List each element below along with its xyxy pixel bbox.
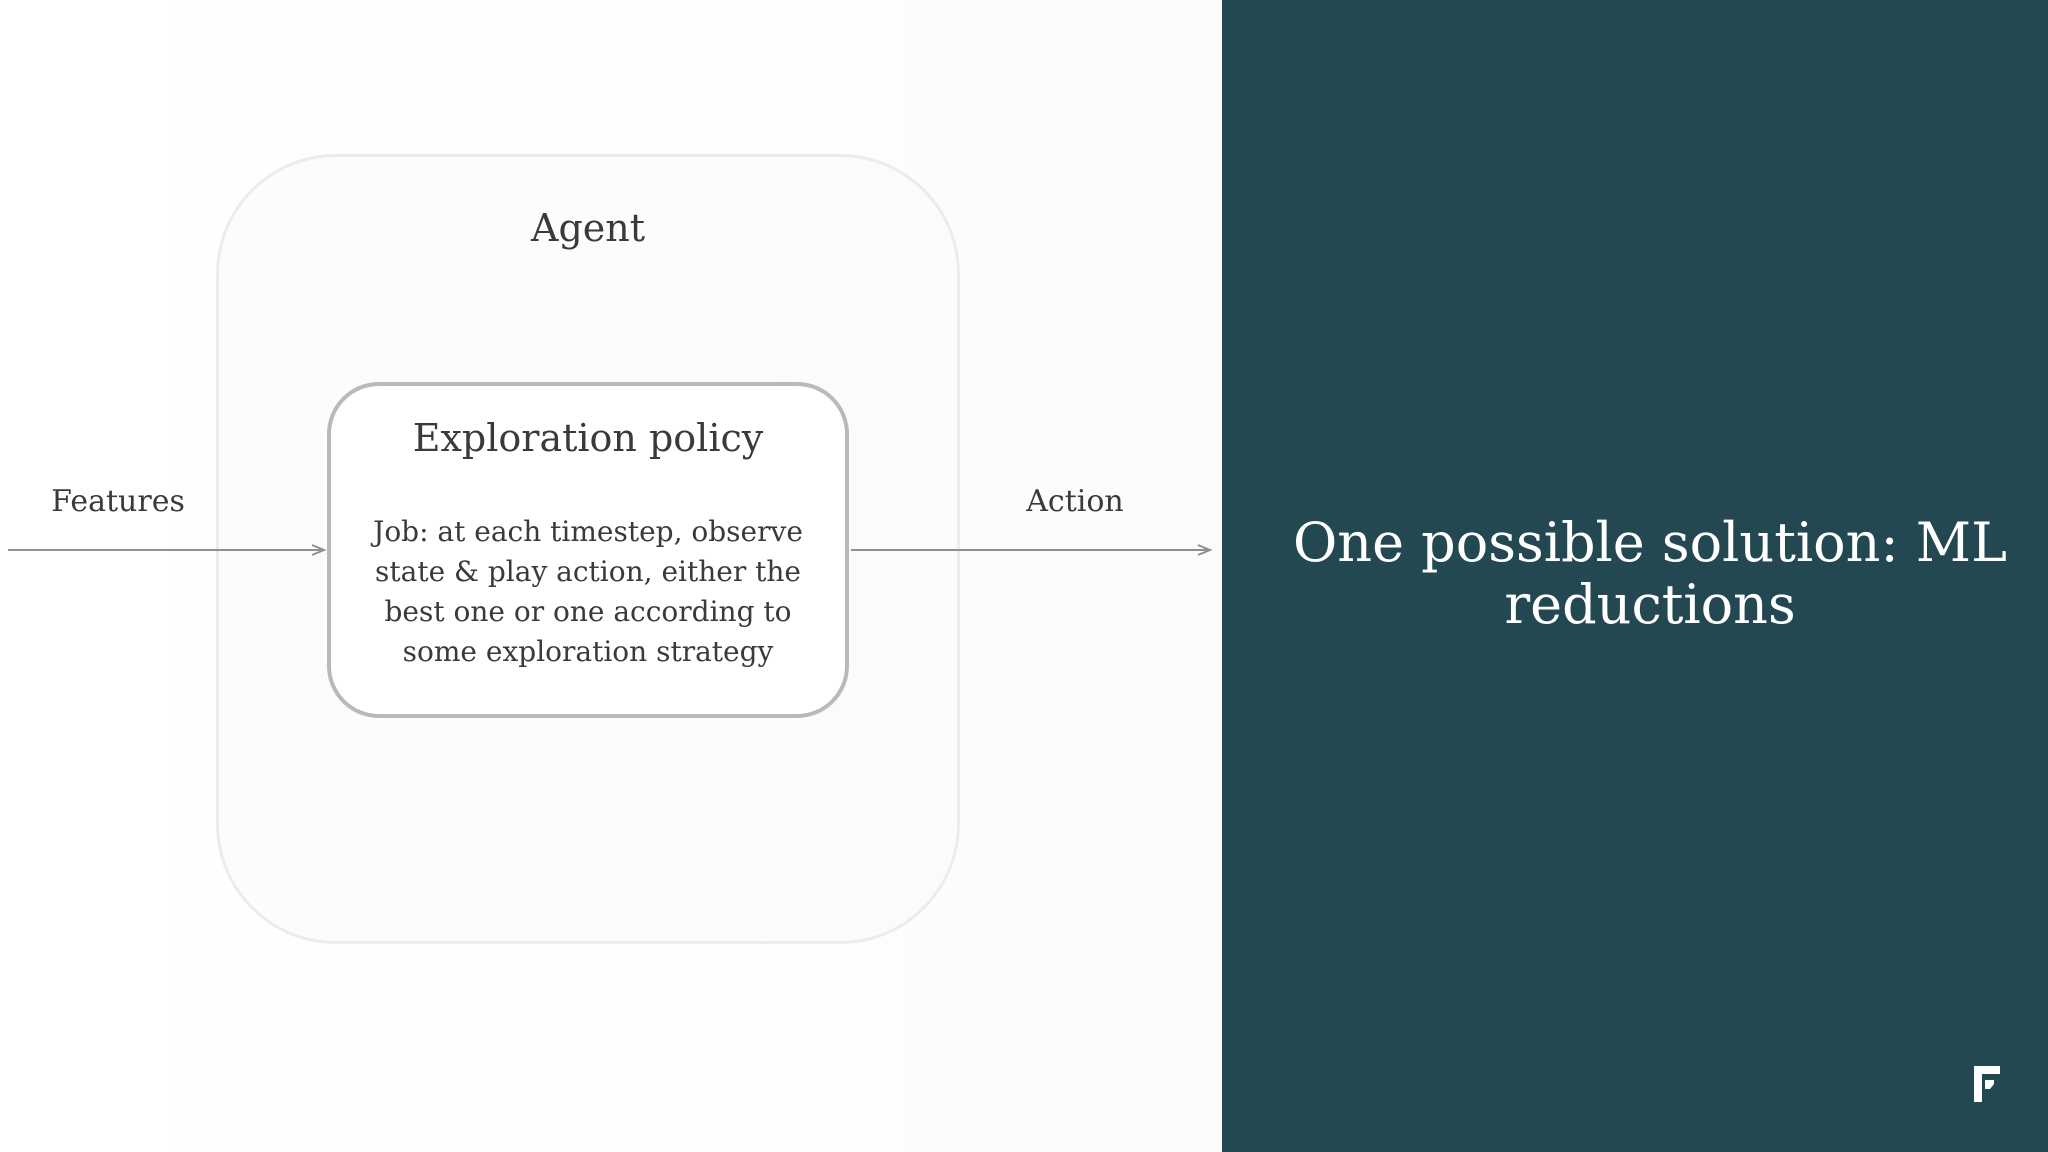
agent-label: Agent [531, 206, 645, 250]
features-arrow [8, 544, 327, 556]
exploration-policy-box [327, 382, 849, 718]
action-arrow [851, 544, 1213, 556]
brand-logo-icon [1974, 1066, 2000, 1102]
action-label: Action [1026, 484, 1124, 519]
headline: One possible solution: ML reductions [1293, 511, 2007, 636]
headline-panel [1222, 0, 2048, 1152]
flow-arrows [8, 544, 1213, 556]
policy-description: Job: at each timestep, observe state & p… [373, 515, 803, 668]
policy-title: Exploration policy [412, 416, 764, 460]
features-label: Features [51, 484, 185, 519]
